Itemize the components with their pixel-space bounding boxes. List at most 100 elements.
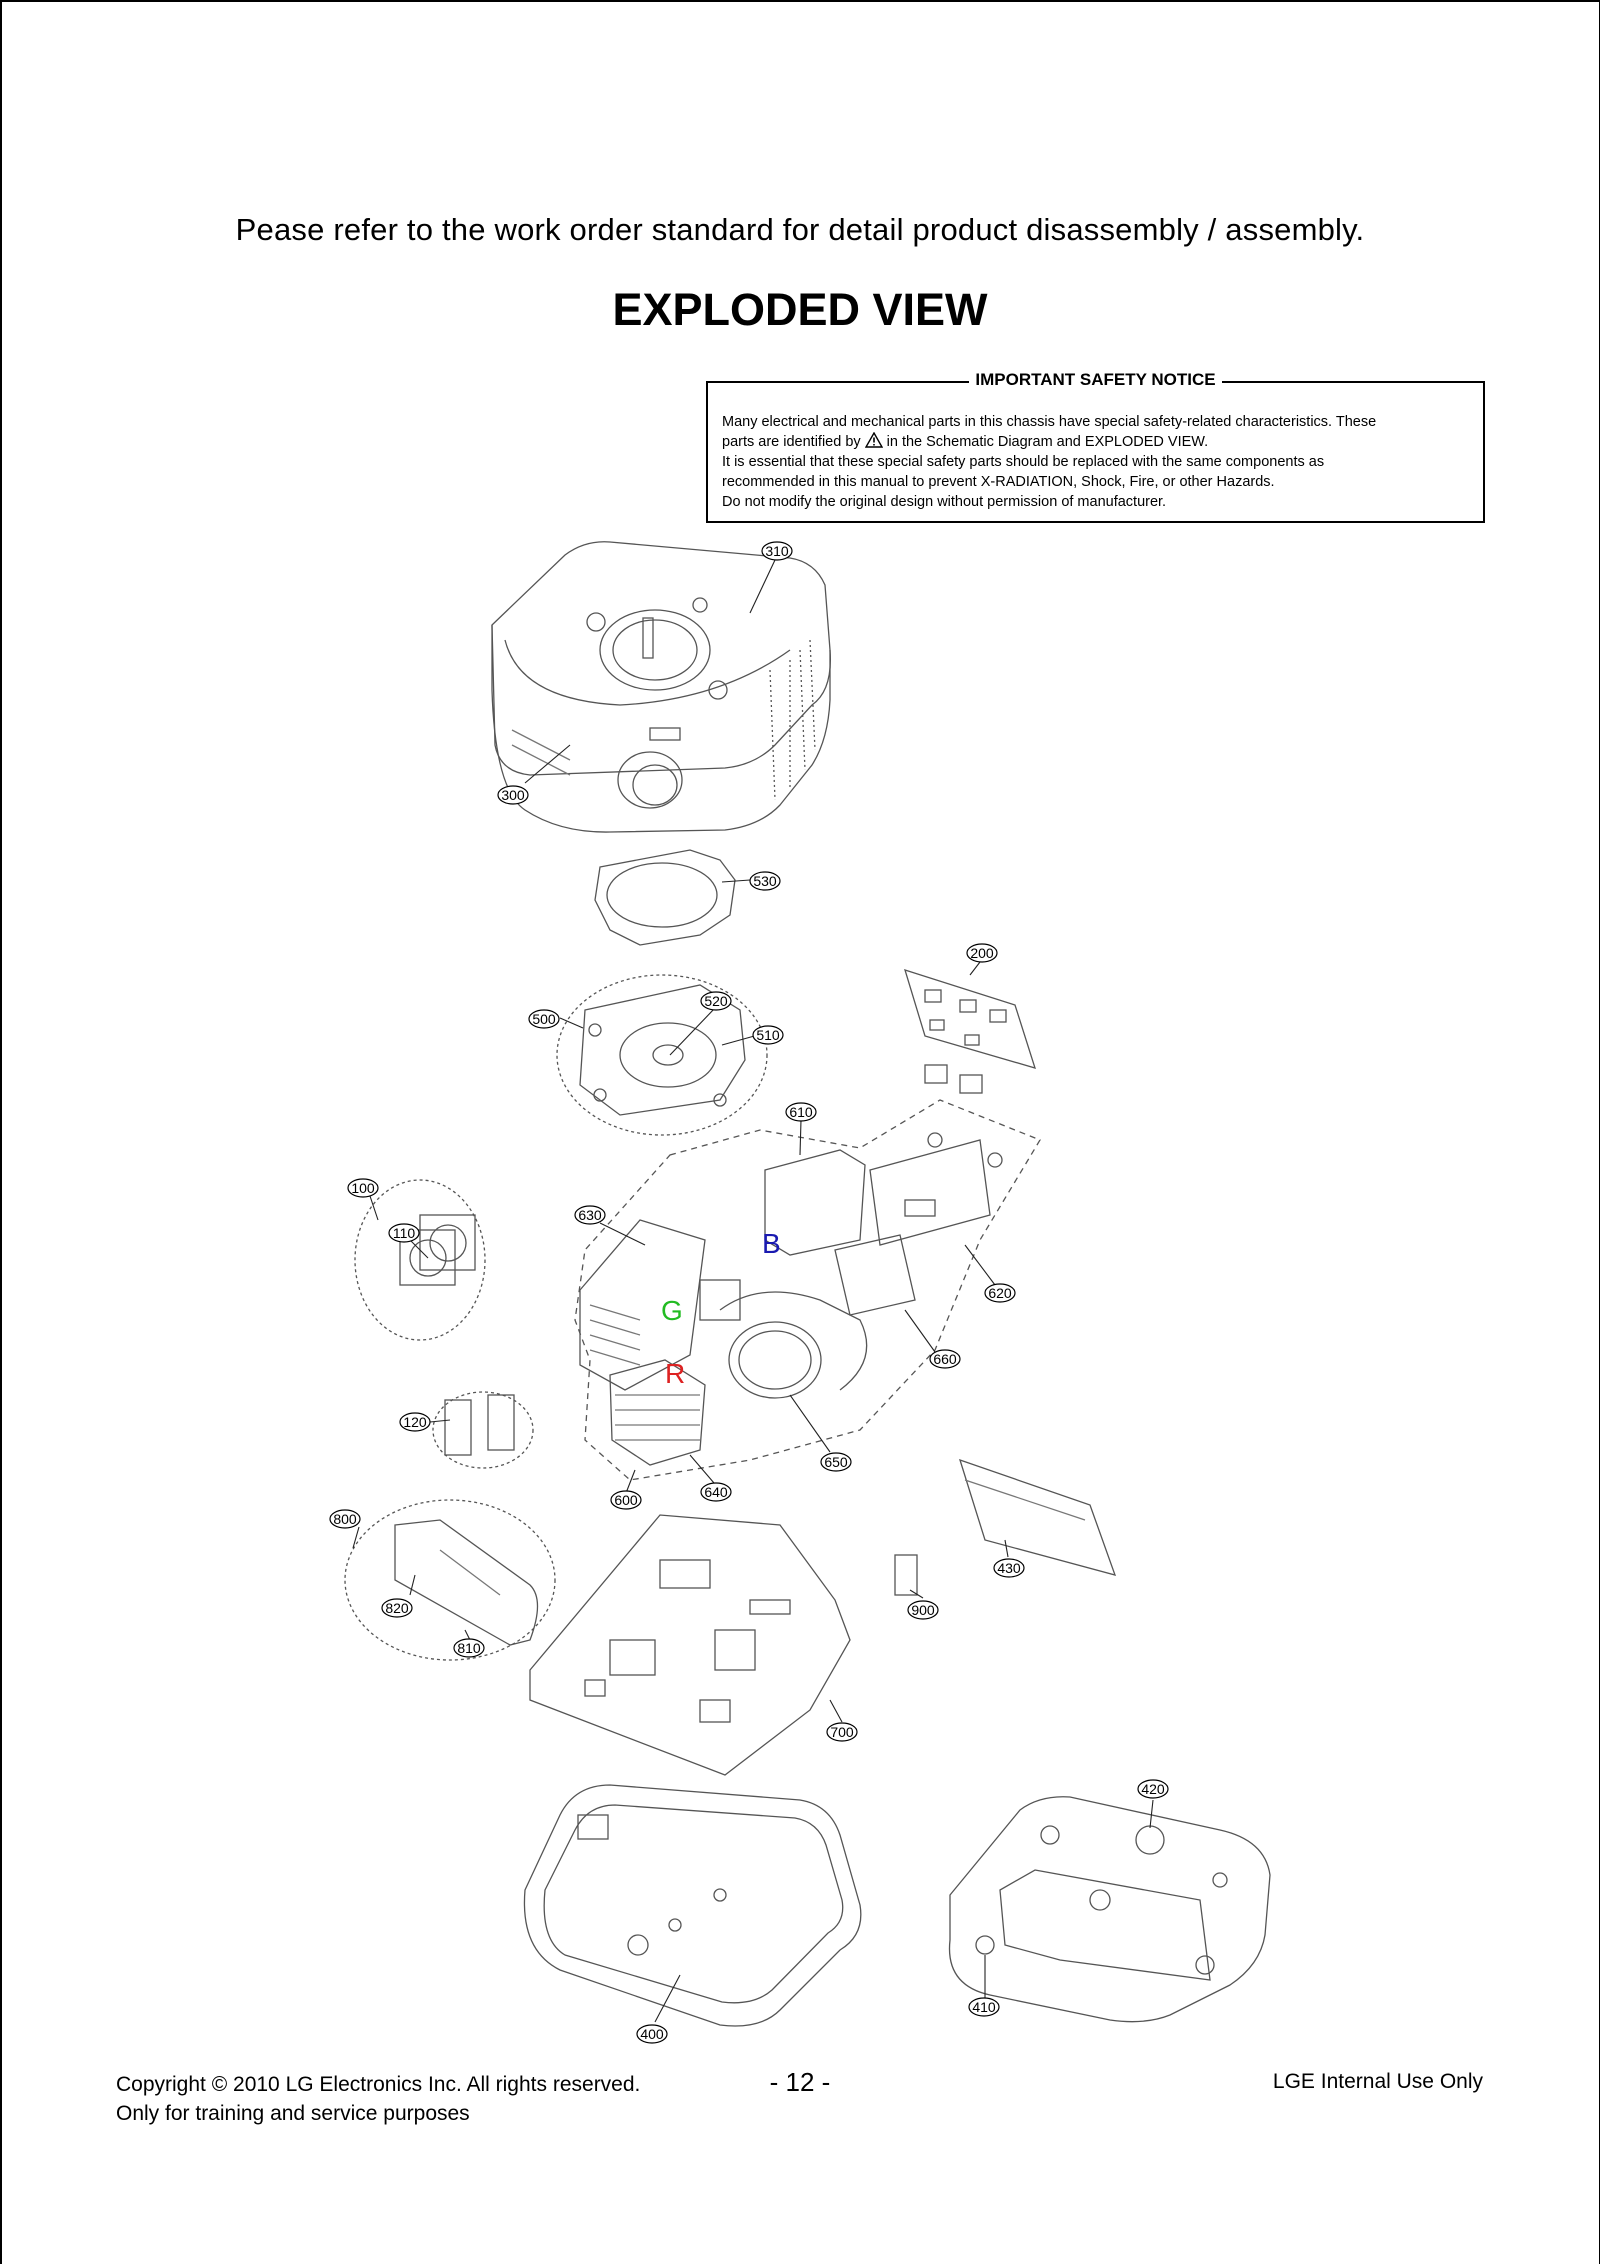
callout-310: 310 <box>761 541 793 561</box>
callout-label: 640 <box>704 1484 728 1500</box>
callout-bubble <box>636 2024 668 2044</box>
part-610-drawing <box>764 1149 866 1256</box>
footer-copyright: Copyright © 2010 LG Electronics Inc. All… <box>116 2070 640 2128</box>
callout-label: 700 <box>830 1724 854 1740</box>
callout-bubble <box>785 1102 817 1122</box>
part-660-drawing <box>834 1234 916 1316</box>
copyright-line-1: Copyright © 2010 LG Electronics Inc. All… <box>116 2073 641 2096</box>
callout-430: 430 <box>993 1558 1025 1578</box>
callout-label: 200 <box>970 945 994 961</box>
footer-internal-use: LGE Internal Use Only <box>1272 2070 1483 2093</box>
callout-label: 820 <box>385 1600 409 1616</box>
page-border-left <box>0 0 2 2264</box>
callout-bubble <box>968 1997 1000 2017</box>
callout-bubble <box>929 1349 961 1369</box>
bottom-case-400-drawing <box>523 1784 862 2027</box>
callout-100: 100 <box>347 1178 379 1198</box>
callout-820: 820 <box>381 1598 413 1618</box>
callout-label: 610 <box>789 1104 813 1120</box>
label-b: B <box>762 1228 781 1259</box>
callout-120: 120 <box>399 1412 431 1432</box>
callout-label: 500 <box>532 1011 556 1027</box>
callout-label: 900 <box>911 1602 935 1618</box>
callout-label: 300 <box>501 787 525 803</box>
copyright-line-2: Only for training and service purposes <box>116 2102 470 2125</box>
leader-lines <box>352 559 1154 2023</box>
callout-110: 110 <box>388 1223 420 1243</box>
callout-530: 530 <box>749 871 781 891</box>
callout-label: 520 <box>704 993 728 1009</box>
callout-label: 620 <box>988 1285 1012 1301</box>
callout-label: 650 <box>824 1454 848 1470</box>
callout-bubble <box>574 1205 606 1225</box>
part-500-drawing <box>556 974 768 1136</box>
callout-bubble <box>752 1025 784 1045</box>
callout-label: 530 <box>753 873 777 889</box>
callout-label: 420 <box>1141 1781 1165 1797</box>
callout-900: 900 <box>907 1600 939 1620</box>
callout-300: 300 <box>497 785 529 805</box>
callout-label: 660 <box>933 1351 957 1367</box>
callout-bubble <box>820 1452 852 1472</box>
page-number: - 12 - <box>769 2067 831 2097</box>
callout-label: 630 <box>578 1207 602 1223</box>
callout-bubble <box>399 1412 431 1432</box>
callout-660: 660 <box>929 1349 961 1369</box>
callout-600: 600 <box>610 1490 642 1510</box>
panel-430-drawing <box>958 1458 1117 1576</box>
callout-510: 510 <box>752 1025 784 1045</box>
callout-620: 620 <box>984 1283 1016 1303</box>
callout-bubble <box>993 1558 1025 1578</box>
part-120-drawing <box>432 1391 534 1469</box>
safety-notice-title: IMPORTANT SAFETY NOTICE <box>969 370 1222 389</box>
callout-420: 420 <box>1137 1779 1169 1799</box>
callout-label: 510 <box>756 1027 780 1043</box>
callout-bubble <box>700 1482 732 1502</box>
callout-label: 120 <box>403 1414 427 1430</box>
callout-label: 810 <box>457 1640 481 1656</box>
callout-200: 200 <box>966 943 998 963</box>
callout-label: 110 <box>393 1225 416 1241</box>
page-border-top <box>0 0 1600 2</box>
page-title: EXPLODED VIEW <box>612 284 988 335</box>
callout-bubble <box>749 871 781 891</box>
heatsink-630-drawing <box>579 1219 706 1391</box>
callout-bubble <box>984 1283 1016 1303</box>
safety-notice-body: Many electrical and mechanical parts in … <box>722 412 1471 512</box>
notice-line: recommended in this manual to prevent X-… <box>722 474 1275 490</box>
callout-bubble <box>329 1509 361 1529</box>
callout-bubble <box>497 785 529 805</box>
optical-engine-dashed-region <box>574 1099 1041 1481</box>
part-200-drawing <box>904 969 1036 1094</box>
callout-bubble <box>347 1178 379 1198</box>
callout-bubble <box>453 1638 485 1658</box>
callout-bubble <box>907 1600 939 1620</box>
callout-bubble <box>966 943 998 963</box>
callout-bubble <box>700 991 732 1011</box>
callout-520: 520 <box>700 991 732 1011</box>
main-board-700-drawing <box>529 1514 851 1776</box>
callout-bubble <box>381 1598 413 1618</box>
callout-label: 100 <box>351 1180 375 1196</box>
warning-triangle-icon <box>864 432 883 448</box>
heatsink-640-drawing <box>609 1359 706 1466</box>
callout-bubble <box>388 1223 420 1243</box>
callout-label: 410 <box>972 1999 996 2015</box>
callout-bubble <box>1137 1779 1169 1799</box>
safety-notice-box: IMPORTANT SAFETY NOTICE Many electrical … <box>706 370 1485 523</box>
callout-610: 610 <box>785 1102 817 1122</box>
part-620-drawing <box>869 1132 1003 1246</box>
callout-bubble <box>826 1722 858 1742</box>
callout-label: 430 <box>997 1560 1021 1576</box>
callout-label: 400 <box>640 2026 664 2042</box>
callout-bubble <box>610 1490 642 1510</box>
callout-group: 310 300 530 200 520 500 510 610 100 630 110 620 660 1… <box>329 541 1169 2044</box>
notice-line: Do not modify the original design withou… <box>722 494 1167 510</box>
notice-line: Many electrical and mechanical parts in … <box>722 414 1377 430</box>
callout-400: 400 <box>636 2024 668 2044</box>
part-900-drawing <box>894 1554 918 1596</box>
callout-label: 310 <box>765 543 789 559</box>
callout-640: 640 <box>700 1482 732 1502</box>
callout-700: 700 <box>826 1722 858 1742</box>
